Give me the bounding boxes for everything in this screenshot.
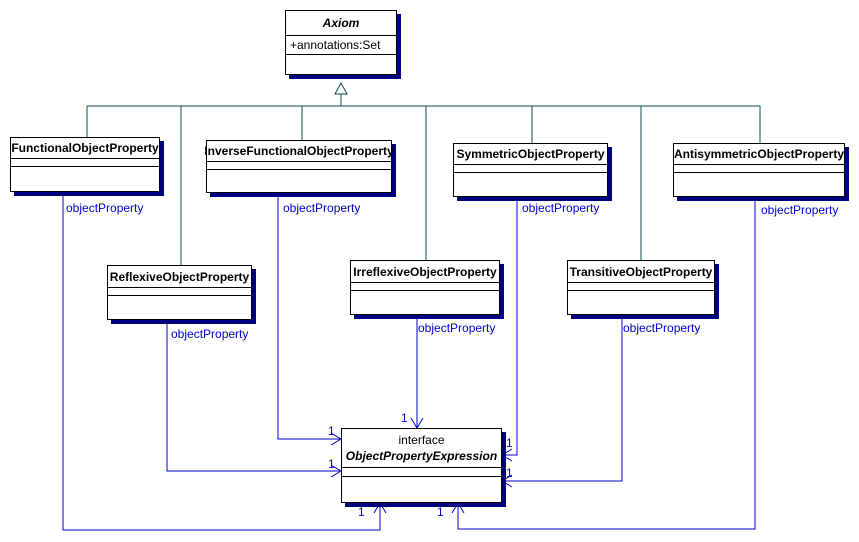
multiplicity-transitive: 1	[506, 466, 513, 480]
operations-compartment	[351, 291, 499, 314]
class-name-irreflexiveobjectproperty: IrreflexiveObjectProperty	[351, 261, 499, 283]
attributes-compartment	[351, 283, 499, 291]
class-box-symmetricobjectproperty[interactable]: SymmetricObjectProperty	[453, 143, 608, 197]
class-name-axiom: Axiom	[286, 11, 396, 36]
association-label-symmetric: objectProperty	[522, 201, 600, 215]
operations-compartment	[674, 173, 844, 196]
association-label-reflexive: objectProperty	[171, 327, 249, 341]
attributes-compartment	[342, 468, 501, 477]
class-name-transitiveobjectproperty: TransitiveObjectProperty	[568, 261, 714, 283]
axiom-operations-compartment	[286, 55, 396, 74]
generalization-tree-lines[interactable]	[86, 94, 761, 265]
attributes-compartment	[568, 283, 714, 291]
operations-compartment	[207, 170, 391, 192]
class-box-axiom[interactable]: Axiom +annotations:Set	[285, 10, 397, 75]
class-name-reflexiveobjectproperty: ReflexiveObjectProperty	[108, 266, 251, 288]
axiom-attribute: +annotations:Set	[286, 36, 396, 55]
class-box-inversefunctionalobjectproperty[interactable]: InverseFunctionalObjectProperty	[204, 140, 394, 193]
association-reflexive-line[interactable]	[166, 320, 342, 478]
attributes-compartment	[207, 162, 391, 170]
association-inversefunctional-line[interactable]	[277, 193, 342, 446]
class-name-inversefunctionalobjectproperty: InverseFunctionalObjectProperty	[204, 141, 394, 162]
multiplicity-antisymmetric: 1	[437, 505, 444, 519]
operations-compartment	[342, 477, 501, 502]
association-antisymmetric-line[interactable]	[451, 197, 756, 530]
association-symmetric-line[interactable]	[501, 197, 518, 462]
interface-stereotype: interface	[398, 433, 445, 447]
class-box-irreflexiveobjectproperty[interactable]: IrreflexiveObjectProperty	[350, 260, 500, 315]
class-box-reflexiveobjectproperty[interactable]: ReflexiveObjectProperty	[107, 265, 252, 320]
attributes-compartment	[108, 288, 251, 296]
multiplicity-reflexive: 1	[328, 457, 335, 471]
association-functional-line[interactable]	[62, 192, 387, 531]
association-label-inversefunctional: objectProperty	[283, 201, 361, 215]
association-label-transitive: objectProperty	[623, 321, 701, 335]
attributes-compartment	[674, 165, 844, 173]
interface-name: ObjectPropertyExpression	[345, 449, 498, 463]
multiplicity-symmetric: 1	[506, 436, 513, 450]
attributes-compartment	[454, 165, 607, 173]
association-transitive-line[interactable]	[501, 315, 623, 488]
class-name-antisymmetricobjectproperty: AntisymmetricObjectProperty	[674, 144, 844, 165]
operations-compartment	[11, 167, 159, 191]
class-box-antisymmetricobjectproperty[interactable]: AntisymmetricObjectProperty	[673, 143, 845, 197]
interface-name-compartment: interface ObjectPropertyExpression	[342, 429, 501, 468]
generalization-triangle-icon	[334, 81, 348, 95]
multiplicity-irreflexive: 1	[401, 411, 408, 425]
operations-compartment	[454, 173, 607, 196]
association-label-antisymmetric: objectProperty	[761, 203, 839, 217]
class-box-transitiveobjectproperty[interactable]: TransitiveObjectProperty	[567, 260, 715, 315]
association-label-irreflexive: objectProperty	[418, 321, 496, 335]
class-box-functionalobjectproperty[interactable]: FunctionalObjectProperty	[10, 137, 160, 192]
class-name-symmetricobjectproperty: SymmetricObjectProperty	[454, 144, 607, 165]
multiplicity-functional: 1	[358, 505, 365, 519]
interface-box-objectpropertyexpression[interactable]: interface ObjectPropertyExpression	[341, 428, 502, 503]
operations-compartment	[568, 291, 714, 314]
multiplicity-inversefunctional: 1	[328, 424, 335, 438]
class-name-functionalobjectproperty: FunctionalObjectProperty	[11, 138, 159, 159]
operations-compartment	[108, 296, 251, 319]
association-label-functional: objectProperty	[66, 201, 144, 215]
attributes-compartment	[11, 159, 159, 167]
